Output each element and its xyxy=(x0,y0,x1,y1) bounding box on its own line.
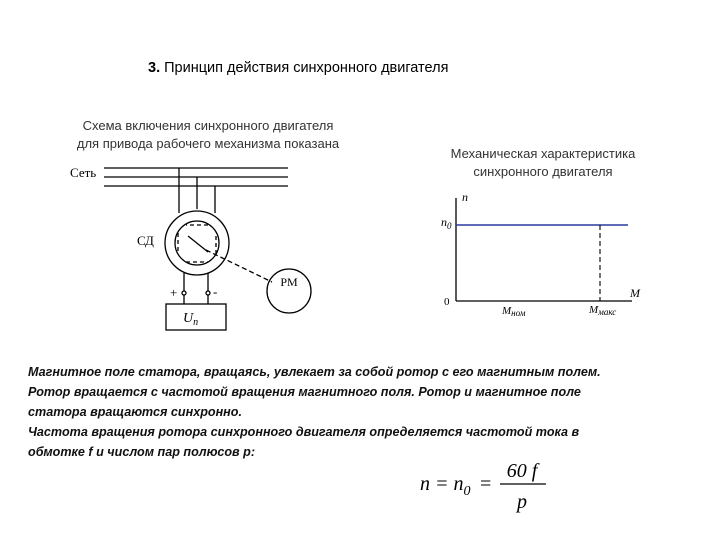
network-label: Сеть xyxy=(70,165,96,180)
formula-numerator: 60 f xyxy=(507,460,540,482)
body-line-1: Магнитное поле статора, вращаясь, увлека… xyxy=(28,365,601,379)
title-text: Принцип действия синхронного двигателя xyxy=(160,60,449,76)
body-line-5: обмотке f и числом пар полюсов р: xyxy=(28,445,256,459)
rotor-axis xyxy=(187,235,209,253)
body-line-3: статора вращаются синхронно. xyxy=(28,405,242,419)
characteristic-caption: Механическая характеристика синхронного … xyxy=(420,145,666,181)
body-line-4: Частота вращения ротора синхронного двиг… xyxy=(28,425,580,439)
characteristic-caption-line2: синхронного двигателя xyxy=(473,164,613,179)
rotor-dashed xyxy=(177,224,217,263)
n0-label: n0 xyxy=(441,215,452,231)
body-text: Магнитное поле статора, вращаясь, увлека… xyxy=(28,362,698,462)
motor-label: СД xyxy=(137,233,154,248)
formula-lhs: n = n0 xyxy=(420,473,471,499)
scheme-caption: Схема включения синхронного двигателя дл… xyxy=(50,117,366,153)
terminal-minus xyxy=(205,290,211,296)
diagram-canvas: Сеть СД + - РМ Uп n n0 0 M Mном Mмакс xyxy=(70,165,641,331)
origin-label: 0 xyxy=(444,296,450,308)
max-torque-label: Mмакс xyxy=(588,304,616,317)
body-line-2: Ротор вращается с частотой вращения магн… xyxy=(28,385,581,399)
scheme-caption-line2: для привода рабочего механизма показана xyxy=(76,136,340,151)
characteristic-caption-line1: Механическая характеристика xyxy=(450,146,636,161)
formula-equals: = xyxy=(480,473,491,495)
title-number: 3. xyxy=(148,60,161,76)
formula: n = n0 = 60 f p xyxy=(420,460,546,513)
working-mechanism-circle xyxy=(266,268,312,314)
scheme-caption-line1: Схема включения синхронного двигателя xyxy=(82,118,334,133)
mechanical-characteristic xyxy=(455,198,632,302)
connection-scheme xyxy=(104,167,312,331)
nominal-torque-label: Mном xyxy=(501,305,526,318)
dc-source-box xyxy=(165,303,227,331)
y-axis-label: n xyxy=(462,190,468,204)
page-title: 3. Принцип действия синхронного двигател… xyxy=(148,60,448,76)
plus-label: + xyxy=(170,285,177,300)
minus-label: - xyxy=(213,284,217,299)
source-voltage-label: Uп xyxy=(183,311,198,328)
shaft-dashed xyxy=(205,249,273,283)
formula-denominator: p xyxy=(515,491,527,513)
terminal-plus xyxy=(181,290,187,296)
stator-outer-circle xyxy=(164,210,230,276)
x-axis-label: M xyxy=(629,286,641,300)
stator-inner-circle xyxy=(174,220,220,266)
mechanism-label: РМ xyxy=(280,275,298,289)
